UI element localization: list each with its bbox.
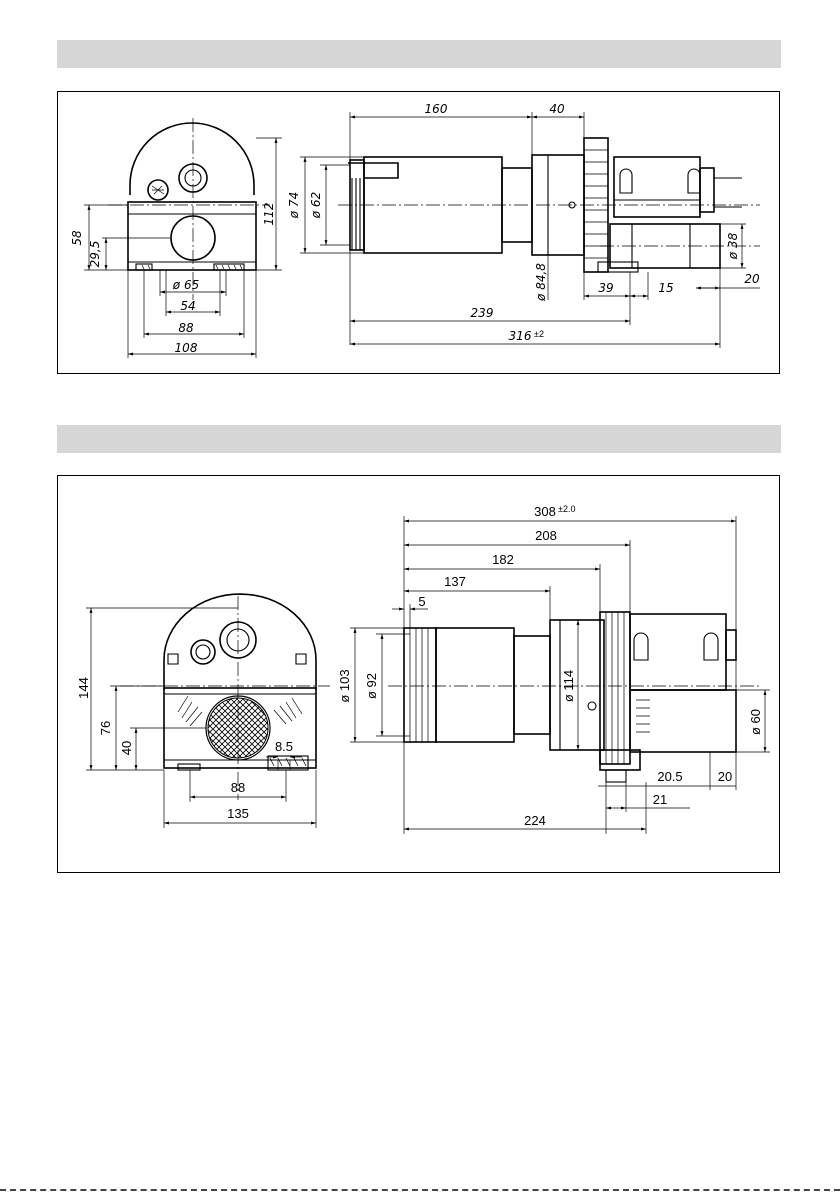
dim-15: 15	[658, 281, 673, 295]
dim-dia-84-8: ø 84,8	[534, 263, 548, 302]
dim-20: 20	[744, 272, 760, 286]
dim-dia-65: ø 65	[172, 278, 199, 292]
dim-224: 224	[524, 813, 546, 828]
dim-dia-62: ø 62	[309, 192, 323, 219]
dim-160: 160	[425, 102, 448, 116]
fig2-front-dimensions	[86, 608, 316, 828]
dim-239: 239	[471, 306, 494, 320]
dim-135: 135	[227, 806, 249, 821]
dim-21: 21	[653, 792, 667, 807]
dim-182: 182	[492, 552, 514, 567]
fig1-front-view	[108, 118, 270, 300]
dim-316: 316	[509, 329, 532, 343]
dim-40: 40	[549, 102, 565, 116]
fig2-labels: 144 76 40 8.5 88 135 308 ±2.0 208 182 13…	[76, 504, 763, 828]
fig2-front-view	[120, 594, 330, 800]
dim-8-5: 8.5	[275, 739, 293, 754]
dim-dia-38: ø 38	[726, 232, 740, 260]
dim-29-5: 29,5	[88, 241, 102, 268]
dim-88-fig2: 88	[231, 780, 245, 795]
dim-5: 5	[418, 594, 425, 609]
dim-58: 58	[70, 230, 84, 246]
fig1-side-view	[338, 138, 760, 272]
dim-76: 76	[98, 721, 113, 735]
dim-20-5: 20.5	[657, 769, 682, 784]
dim-308: 308	[534, 504, 556, 519]
dim-88: 88	[178, 321, 194, 335]
dim-40-fig2: 40	[119, 741, 134, 755]
dim-208: 208	[535, 528, 557, 543]
fig1-side-dimensions	[300, 112, 760, 348]
dim-144: 144	[76, 677, 91, 699]
dim-108: 108	[175, 341, 198, 355]
dim-dia-74: ø 74	[287, 192, 301, 219]
dim-dia-114: ø 114	[561, 670, 576, 702]
dim-54: 54	[180, 299, 195, 313]
dim-dia-103: ø 103	[337, 669, 352, 702]
dim-308-tolerance: ±2.0	[558, 504, 575, 514]
dim-137: 137	[444, 574, 466, 589]
dim-dia-60: ø 60	[748, 709, 763, 735]
dim-dia-92: ø 92	[364, 673, 379, 699]
dim-316-tolerance: ±2	[534, 329, 544, 339]
dim-20-fig2: 20	[718, 769, 732, 784]
page-bottom-rule	[0, 1189, 840, 1191]
dim-39: 39	[598, 281, 613, 295]
dim-112: 112	[262, 203, 276, 226]
